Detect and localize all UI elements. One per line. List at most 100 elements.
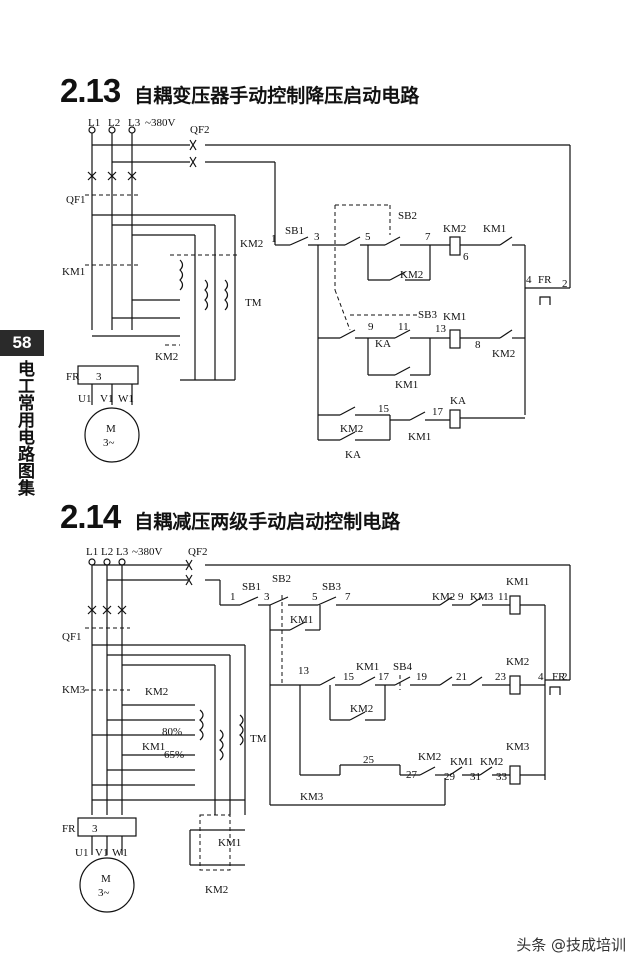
label-km3-coil: KM3 bbox=[506, 741, 530, 753]
label-sb2: SB2 bbox=[398, 210, 417, 222]
label-u1: U1 bbox=[75, 847, 88, 859]
label-tm: TM bbox=[245, 297, 262, 309]
label-l1: L1 bbox=[86, 546, 98, 558]
label-motor-m: M bbox=[101, 873, 111, 885]
book-title-vertical: 电工常用电路图集 bbox=[14, 360, 34, 496]
label-km3: KM3 bbox=[62, 684, 86, 696]
label-l2: L2 bbox=[108, 117, 120, 129]
label-motor-phase: 3~ bbox=[98, 887, 110, 899]
coil-km1 bbox=[509, 595, 521, 615]
section-2-14-title: 2.14 自耦减压两级手动启动控制电路 bbox=[60, 498, 400, 536]
label-km2-bottom: KM2 bbox=[340, 423, 363, 435]
label-km2-coil: KM2 bbox=[506, 656, 529, 668]
node-8: 8 bbox=[475, 339, 481, 351]
node-29: 29 bbox=[444, 771, 456, 783]
node-21: 21 bbox=[456, 671, 467, 683]
motor-circle bbox=[84, 407, 140, 463]
label-fr-control: FR bbox=[552, 671, 566, 683]
control-circuit bbox=[275, 204, 570, 441]
label-w1: W1 bbox=[112, 847, 128, 859]
section-number: 2.14 bbox=[60, 498, 121, 535]
label-ka-bottom: KA bbox=[345, 449, 361, 461]
section-number: 2.13 bbox=[60, 72, 121, 109]
label-km1-self: KM1 bbox=[290, 614, 313, 626]
node-7: 7 bbox=[345, 591, 351, 603]
node-11: 11 bbox=[498, 591, 509, 603]
node-31: 31 bbox=[470, 771, 481, 783]
page-number-tab: 58 bbox=[0, 330, 44, 356]
label-km1-main: KM1 bbox=[142, 741, 165, 753]
label-tm: TM bbox=[250, 733, 267, 745]
label-motor-m: M bbox=[106, 423, 116, 435]
circuit-diagram-2-13: L1 L2 L3 ~380V QF2 QF1 KM1 KM2 TM KM2 FR… bbox=[62, 117, 571, 463]
label-km2: KM2 bbox=[240, 238, 263, 250]
node-2: 2 bbox=[562, 278, 568, 290]
label-l3: L3 bbox=[128, 117, 141, 129]
label-km1-r2: KM1 bbox=[356, 661, 379, 673]
label-v1: V1 bbox=[100, 393, 113, 405]
node-27: 27 bbox=[406, 769, 418, 781]
label-tap65: 65% bbox=[164, 749, 184, 761]
node-25: 25 bbox=[363, 754, 375, 766]
coil-km1 bbox=[449, 329, 461, 349]
label-km2-main: KM2 bbox=[145, 686, 168, 698]
node-1: 1 bbox=[271, 233, 277, 245]
control-circuit bbox=[220, 595, 570, 806]
label-km2-coil: KM2 bbox=[443, 223, 466, 235]
label-km1-r3: KM1 bbox=[450, 756, 473, 768]
label-l3: L3 bbox=[116, 546, 129, 558]
label-km1-coil: KM1 bbox=[506, 576, 529, 588]
label-km2-interlock: KM2 bbox=[492, 348, 515, 360]
node-19: 19 bbox=[416, 671, 428, 683]
label-voltage: ~380V bbox=[132, 546, 162, 558]
node-23: 23 bbox=[495, 671, 507, 683]
section-title-text: 自耦变压器手动控制降压启动电路 bbox=[134, 85, 420, 107]
node-5: 5 bbox=[365, 231, 371, 243]
node-15: 15 bbox=[378, 403, 390, 415]
node-13: 13 bbox=[435, 323, 447, 335]
node-4: 4 bbox=[526, 274, 532, 286]
label-km1-bottom: KM1 bbox=[408, 431, 431, 443]
label-fr-control: FR bbox=[538, 274, 552, 286]
label-km2-lower: KM2 bbox=[155, 351, 178, 363]
node-3: 3 bbox=[314, 231, 320, 243]
label-km2-r3: KM2 bbox=[418, 751, 441, 763]
node-9: 9 bbox=[458, 591, 464, 603]
label-sb2: SB2 bbox=[272, 573, 291, 585]
label-qf2: QF2 bbox=[190, 124, 210, 136]
node-4: 4 bbox=[538, 671, 544, 683]
label-km1: KM1 bbox=[62, 266, 85, 278]
watermark-text: 头条 @技成培训 bbox=[516, 936, 626, 954]
section-title-text: 自耦减压两级手动启动控制电路 bbox=[134, 511, 401, 533]
label-km1-contact: KM1 bbox=[483, 223, 506, 235]
label-motor-phase: 3~ bbox=[103, 437, 115, 449]
label-tap80: 80% bbox=[162, 726, 182, 738]
node-1: 1 bbox=[230, 591, 236, 603]
label-sb1: SB1 bbox=[242, 581, 261, 593]
label-km2-aux: KM2 bbox=[400, 269, 423, 281]
thermal-relay-box bbox=[77, 817, 137, 837]
motor-circle bbox=[79, 857, 135, 913]
node-2: 2 bbox=[562, 671, 568, 683]
label-fr-box: 3 bbox=[92, 823, 98, 835]
node-17: 17 bbox=[378, 671, 390, 683]
node-6: 6 bbox=[463, 251, 469, 263]
label-km1-coil: KM1 bbox=[443, 311, 466, 323]
label-km2-r1: KM2 bbox=[432, 591, 455, 603]
label-fr: FR bbox=[62, 823, 76, 835]
label-sb3: SB3 bbox=[322, 581, 341, 593]
label-voltage: ~380V bbox=[145, 117, 175, 129]
node-3: 3 bbox=[264, 591, 270, 603]
label-km1-aux: KM1 bbox=[395, 379, 418, 391]
power-lines bbox=[85, 558, 571, 871]
label-sb4: SB4 bbox=[393, 661, 412, 673]
circuit-diagram-2-14: L1 L2 L3 ~380V QF2 QF1 KM3 KM2 80% KM1 6… bbox=[62, 546, 571, 913]
node-17: 17 bbox=[432, 406, 444, 418]
coil-ka bbox=[449, 409, 461, 429]
label-sb3: SB3 bbox=[418, 309, 437, 321]
label-ka-coil: KA bbox=[450, 395, 466, 407]
coil-km2 bbox=[449, 236, 461, 256]
label-fr: FR bbox=[66, 371, 80, 383]
label-v1: V1 bbox=[95, 847, 108, 859]
label-w1: W1 bbox=[118, 393, 134, 405]
